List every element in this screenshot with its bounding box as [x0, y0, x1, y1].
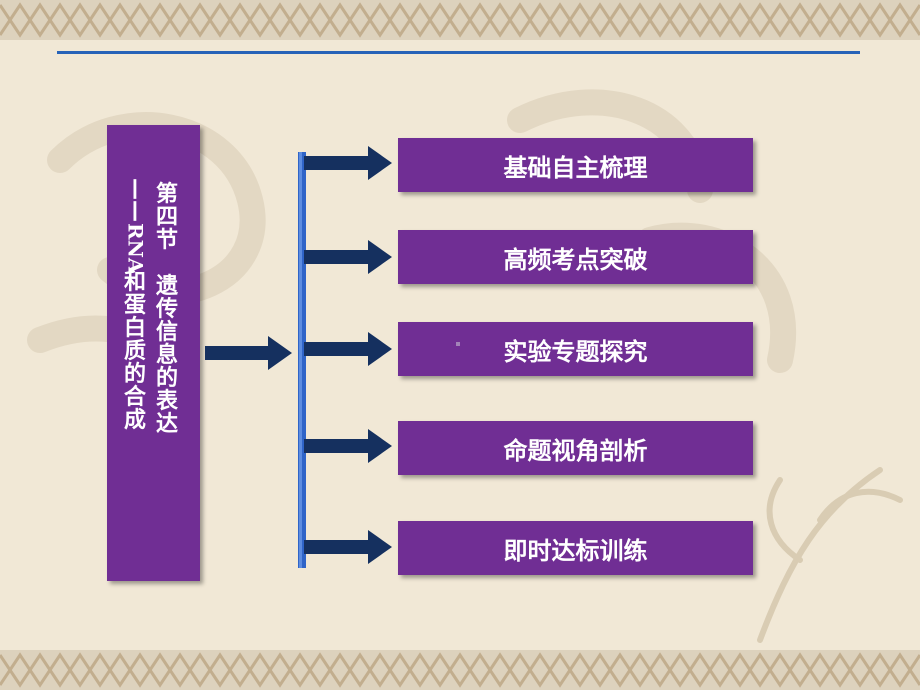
- branch-arrow-icon-2: [304, 240, 392, 274]
- top-rule: [57, 51, 860, 54]
- menu-item-key-points[interactable]: 高频考点突破: [398, 230, 753, 284]
- menu-item-label: 实验专题探究: [503, 337, 648, 366]
- chapter-title: 第四节 遗传信息的表达: [155, 182, 178, 437]
- menu-item-instant-practice[interactable]: 即时达标训练: [398, 521, 753, 575]
- knot-pattern-top: [0, 2, 920, 38]
- menu-item-label: 高频考点突破: [503, 245, 648, 274]
- menu-item-question-analysis[interactable]: 命题视角剖析: [398, 421, 753, 475]
- menu-item-label: 命题视角剖析: [503, 436, 648, 465]
- main-arrow-icon: [205, 336, 292, 370]
- branch-arrow-icon-3: [304, 332, 392, 366]
- bullet-dot: [456, 342, 460, 346]
- menu-item-basic-review[interactable]: 基础自主梳理: [398, 138, 753, 192]
- branch-arrow-icon-5: [304, 530, 392, 564]
- menu-item-experiment[interactable]: 实验专题探究: [398, 322, 753, 376]
- menu-item-label: 即时达标训练: [503, 536, 648, 565]
- menu-item-label: 基础自主梳理: [503, 153, 648, 182]
- branch-arrow-icon-4: [304, 429, 392, 463]
- bottom-decorative-border: [0, 650, 920, 690]
- top-decorative-border: [0, 0, 920, 40]
- branch-arrow-icon-1: [304, 146, 392, 180]
